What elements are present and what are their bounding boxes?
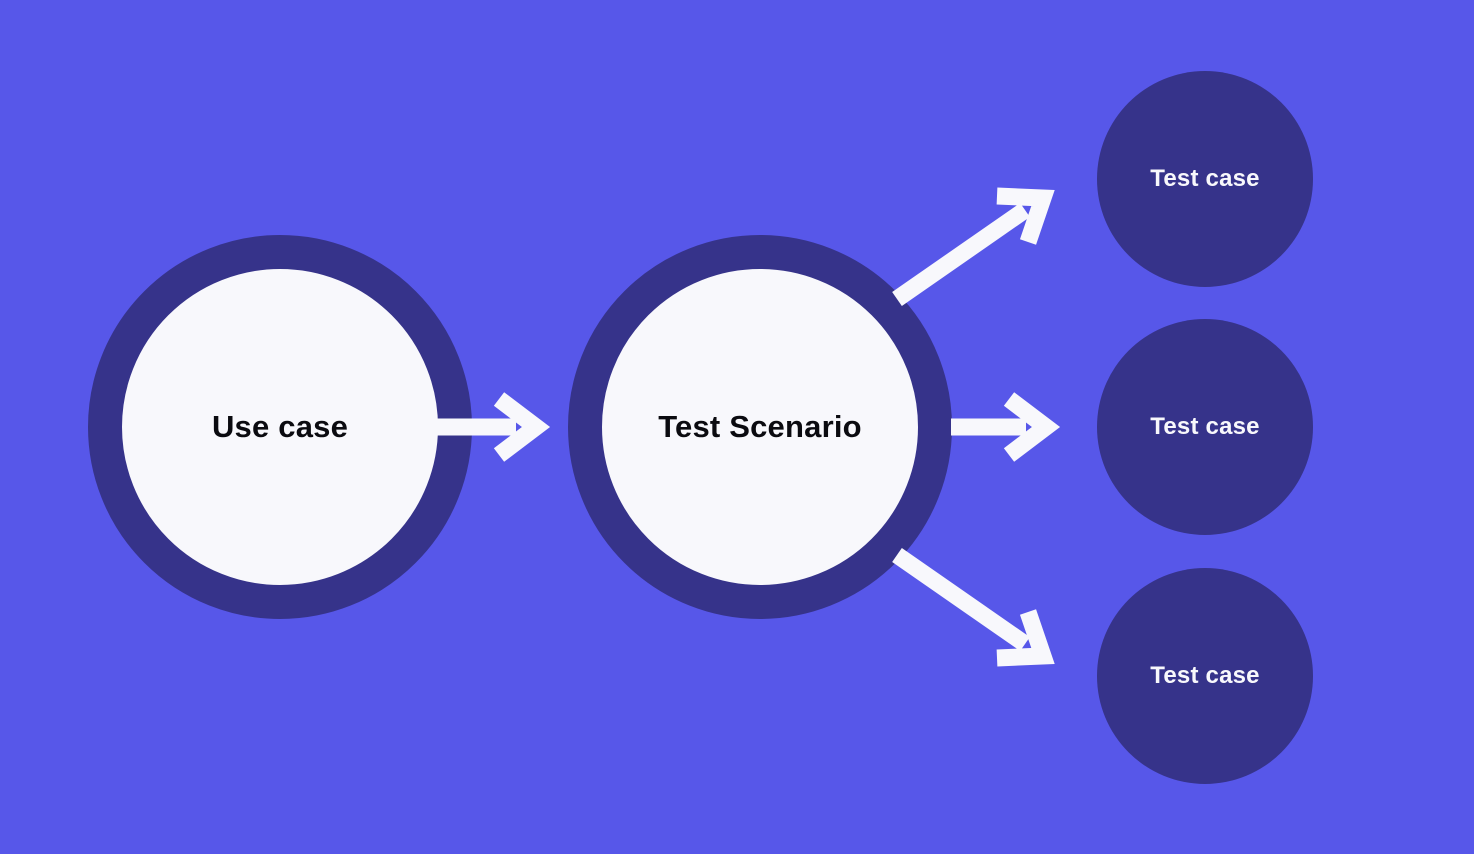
test-case-node-3: Test case xyxy=(1097,568,1313,784)
test-scenario-node: Test Scenario xyxy=(568,235,952,619)
test-case-label-1: Test case xyxy=(1150,165,1260,192)
test-scenario-label: Test Scenario xyxy=(658,409,862,444)
arrow-test-scenario-to-test-case-2-icon xyxy=(951,392,1061,462)
test-case-label-3: Test case xyxy=(1150,662,1260,689)
test-case-node-1: Test case xyxy=(1097,71,1313,287)
arrow-test-scenario-to-test-case-3-icon xyxy=(892,548,1055,667)
use-case-node: Use case xyxy=(88,235,472,619)
use-case-label: Use case xyxy=(211,409,349,444)
test-case-label-2: Test case xyxy=(1150,413,1260,440)
test-case-node-2: Test case xyxy=(1097,319,1313,535)
arrow-test-scenario-to-test-case-1-icon xyxy=(892,187,1055,306)
